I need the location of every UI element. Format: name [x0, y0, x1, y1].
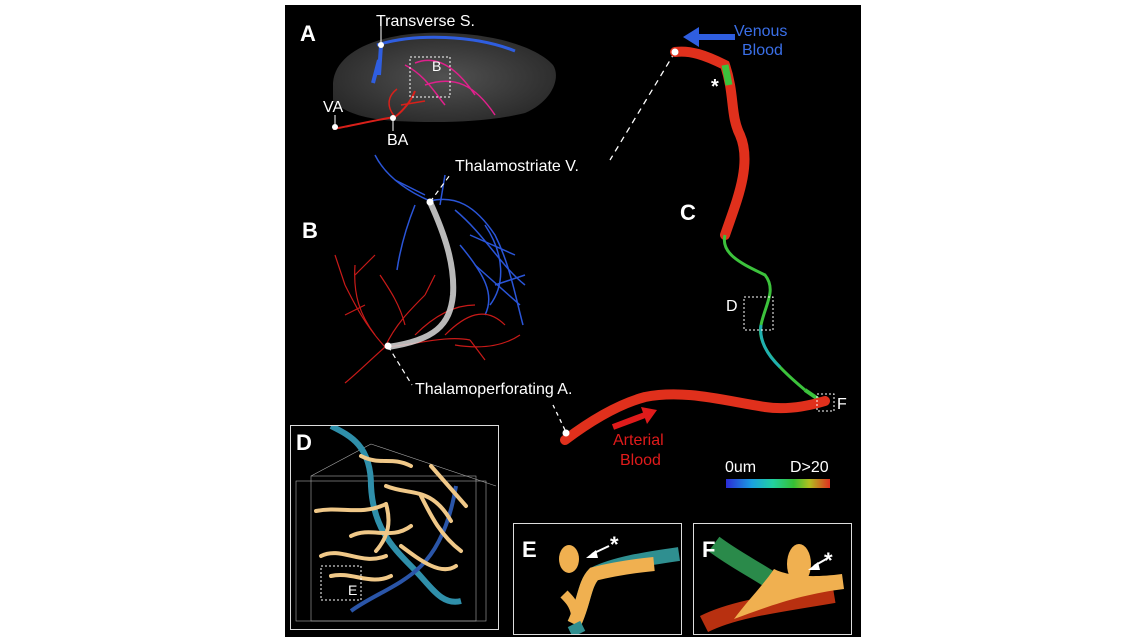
panel-e-graphics	[559, 545, 680, 634]
panel-letter-a: A	[300, 21, 316, 46]
e-box-label: E	[348, 582, 358, 598]
transverse-sinus-label: Transverse S.	[376, 13, 475, 30]
panel-e-inset: E *	[513, 523, 682, 635]
panel-c-vessel	[552, 27, 835, 488]
figure-graphics	[332, 25, 835, 488]
panel-d-graphics	[295, 426, 497, 622]
panel-d-inset: D E	[290, 425, 499, 630]
panel-f-graphics	[699, 536, 844, 633]
b-box-label: B	[432, 58, 442, 74]
thalamostriate-label: Thalamostriate V.	[455, 158, 579, 175]
figure-canvas: A Transverse S. VA BA B B Thalamostriate…	[285, 5, 861, 637]
panel-letter-f: F	[702, 537, 716, 562]
arterial-label-line1: Arterial	[613, 432, 664, 449]
panel-letter-e: E	[522, 537, 537, 562]
venous-label-line1: Venous	[734, 23, 788, 40]
asterisk-marker: *	[711, 76, 719, 98]
arterial-label-line2: Blood	[620, 452, 661, 469]
panel-f-asterisk: *	[824, 548, 833, 573]
panel-f-inset: F *	[693, 523, 852, 635]
d-box-label: D	[726, 298, 738, 315]
f-box-label: F	[837, 396, 847, 413]
panel-b-vessels	[334, 154, 526, 386]
panel-a-brain	[332, 25, 556, 131]
thalamoperforating-label: Thalamoperforating A.	[415, 381, 573, 398]
panel-letter-d: D	[296, 430, 312, 455]
venous-label-line2: Blood	[742, 42, 783, 59]
colorbar-max-label: D>20	[790, 459, 829, 476]
colorbar-min-label: 0um	[725, 459, 757, 476]
ba-label: BA	[387, 132, 409, 149]
panel-e-asterisk: *	[610, 532, 619, 557]
panel-letter-b: B	[302, 218, 318, 243]
va-label: VA	[323, 99, 344, 116]
panel-letter-c: C	[680, 200, 696, 225]
colorbar	[726, 479, 830, 488]
